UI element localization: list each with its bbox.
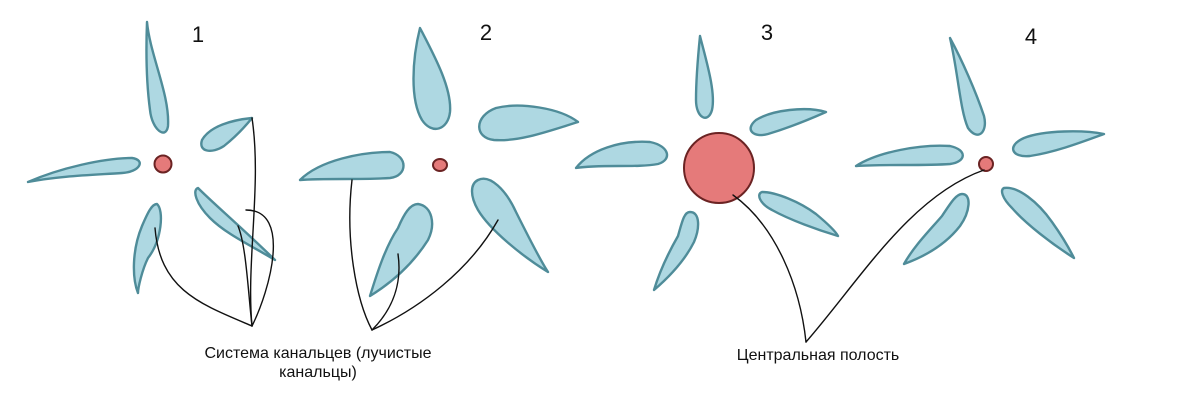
stage-number-1: 1 (192, 22, 204, 47)
stage2-canal-top (412, 26, 452, 131)
stage-number-2: 2 (480, 20, 492, 45)
stage-4-figure (854, 36, 1106, 266)
central-cavity-leader-lines (732, 169, 985, 343)
stage2-canal-upper-right (478, 104, 580, 142)
stage4-canal-top (948, 36, 987, 136)
canal-system-label-line1: Система канальцев (лучистые (204, 345, 431, 362)
central-cavity-label: Центральная полость (737, 347, 900, 364)
stage1-central-cavity (153, 154, 173, 174)
canal-system-leader-lines (154, 117, 499, 331)
stage2-canal-bottom (368, 202, 434, 298)
stage3-canal-top (694, 34, 715, 119)
stage4-canal-lower-right (1000, 186, 1076, 260)
stage3-canal-left (574, 140, 669, 170)
stage-1-figure (26, 20, 277, 295)
stage1-canal-top (145, 20, 170, 134)
stage-2-figure (298, 26, 580, 298)
stage-number-4: 4 (1025, 24, 1037, 49)
stage2-central-cavity (432, 158, 448, 172)
stage-3-figure (574, 34, 840, 292)
stage2-canal-left (298, 150, 405, 182)
stage3-canal-lower-right (758, 190, 840, 238)
stage4-central-cavity (978, 156, 994, 172)
stage2-canal-lower-right (470, 177, 550, 274)
stage4-canal-left (854, 144, 964, 168)
stage3-canal-bottom (652, 210, 700, 292)
stage3-canal-upper-right (749, 107, 828, 137)
stage1-canal-bottom (132, 202, 163, 295)
stage1-canal-lower-right (194, 186, 277, 262)
stage4-canal-bottom (902, 192, 970, 266)
stage3-central-cavity (683, 132, 755, 204)
stage4-canal-upper-right (1012, 130, 1106, 158)
stage-number-3: 3 (761, 20, 773, 45)
stage1-canal-left (26, 156, 141, 184)
stage1-canal-upper-right (200, 116, 254, 152)
canal-system-label-line2: канальцы) (279, 364, 357, 381)
